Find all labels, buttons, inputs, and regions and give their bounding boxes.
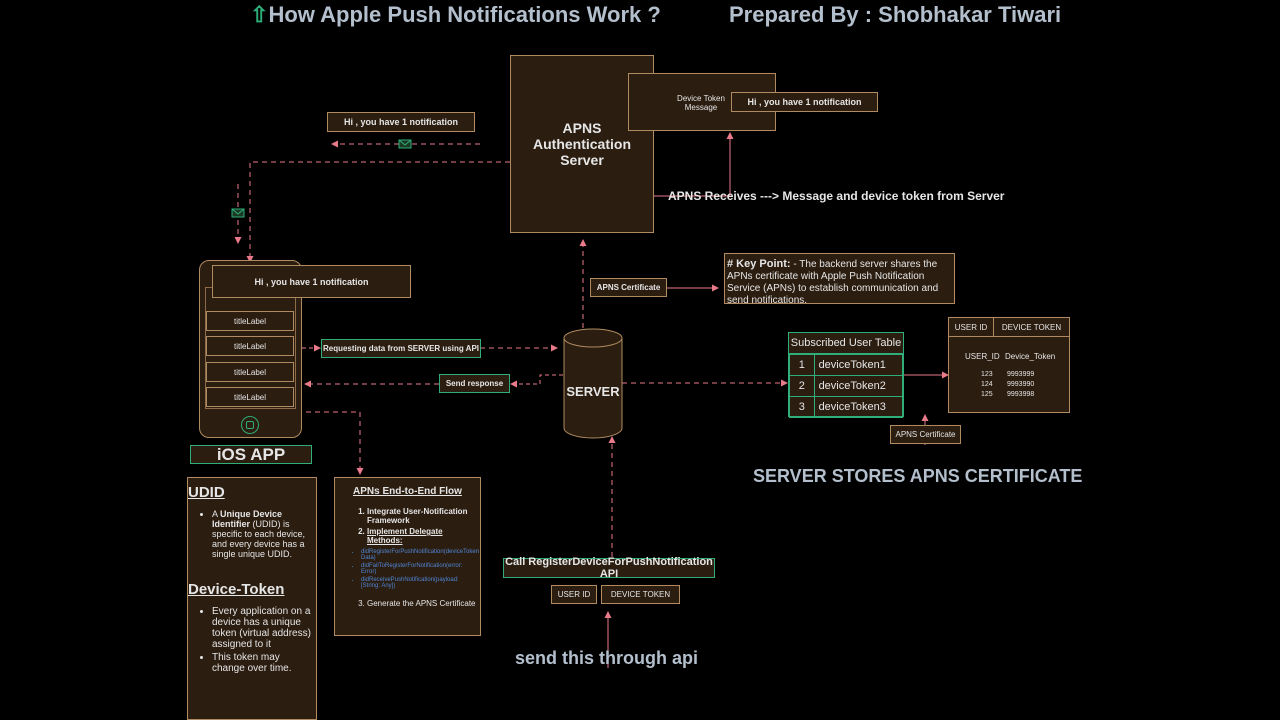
flow-step: Implement Delegate Methods: — [367, 527, 476, 545]
subscribed-row-number: 1 — [789, 354, 815, 376]
author-label: Prepared By : Shobhakar Tiwari — [729, 2, 1062, 27]
col-device-token: DEVICE TOKEN — [994, 318, 1069, 337]
device-token-cell: 9993998 — [1007, 391, 1035, 398]
apns-certificate-label: APNS Certificate — [590, 278, 667, 297]
subscribed-table-title: Subscribed User Table — [789, 333, 903, 354]
apns-server-box: APNS Authentication Server — [510, 55, 654, 233]
udid-item: A Unique Device Identifier (UDID) is spe… — [212, 509, 312, 559]
server-label: SERVER — [566, 384, 620, 399]
subscribed-row-token: deviceToken3 — [813, 396, 904, 418]
phone-row: titleLabel — [206, 336, 294, 356]
envelope-icon — [231, 208, 245, 218]
apns-flow-panel: APNs End-to-End Flow Integrate User-Noti… — [334, 477, 481, 636]
user-table-rows: 123 9993999 124 9993990 125 9993998 — [981, 370, 1034, 400]
device-token-item: This token may change over time. — [212, 652, 312, 674]
server-to-response-arrow — [510, 374, 563, 388]
user-id-cell: 123 — [981, 371, 993, 378]
delegate-methods: didRegisterForPushNotification(deviceTok… — [353, 549, 479, 589]
device-token-cell: 9993990 — [1007, 381, 1035, 388]
device-token-cell: 9993999 — [1007, 371, 1035, 378]
flow-step: Generate the APNS Certificate — [367, 599, 476, 608]
page-title: ⇧How Apple Push Notifications Work ? — [250, 2, 661, 28]
sub-device-token: Device_Token — [1005, 352, 1056, 361]
udid-list: A Unique Device Identifier (UDID) is spe… — [188, 509, 312, 559]
subscribed-row-token: deviceToken2 — [813, 375, 904, 397]
udid-heading: UDID — [188, 484, 225, 501]
phone-row: titleLabel — [206, 311, 294, 331]
phone-row: titleLabel — [206, 387, 294, 407]
home-button-icon — [241, 416, 259, 434]
page-title-text: How Apple Push Notifications Work ? — [268, 2, 661, 27]
subscribed-row-number: 2 — [789, 375, 815, 397]
delegate-method: didFailToRegisterForNotification(error: … — [361, 563, 476, 575]
key-point-text: - The backend server shares the APNs cer… — [727, 259, 939, 304]
user-table-row: 125 9993998 — [981, 390, 1034, 400]
request-data-label: Requesting data from SERVER using API — [321, 339, 481, 358]
envelope-icon — [398, 139, 412, 149]
device-token-list: Every application on a device has a uniq… — [188, 606, 312, 674]
receives-arrow — [652, 132, 734, 197]
user-device-table: USER ID DEVICE TOKEN USER_ID Device_Toke… — [948, 317, 1070, 413]
flow-step: Integrate User-Notification Framework — [367, 507, 476, 525]
top-notification-message: Hi , you have 1 notification — [327, 112, 475, 132]
delegate-method: didRegisterForPushNotification(deviceTok… — [361, 549, 479, 561]
phone-notification-banner: Hi , you have 1 notification — [212, 265, 411, 298]
user-id-cell: 124 — [981, 381, 993, 388]
ios-app-caption: iOS APP — [190, 445, 312, 464]
udid-panel: UDID A Unique Device Identifier (UDID) i… — [187, 477, 317, 720]
key-point-heading: # Key Point: — [727, 258, 791, 270]
register-api-label: Call RegisterDeviceForPushNotification A… — [503, 556, 715, 580]
server-cylinder — [563, 328, 623, 439]
subscribed-row-token: deviceToken1 — [813, 354, 904, 376]
user-id-cell: 125 — [981, 391, 993, 398]
apns-notification-message: Hi , you have 1 notification — [731, 92, 878, 112]
server-stores-caption: SERVER STORES APNS CERTIFICATE — [753, 466, 1083, 486]
sub-user-id: USER_ID — [965, 352, 1000, 361]
device-token-label: Device Token Message — [677, 94, 725, 112]
user-table-row: 123 9993999 — [981, 370, 1034, 380]
apns-to-phone-arrow — [246, 161, 510, 263]
device-token-item: Every application on a device has a uniq… — [212, 606, 312, 650]
send-through-api-text: send this through api — [515, 648, 698, 668]
up-arrow-icon: ⇧ — [250, 2, 269, 27]
apns-flow-heading: APNs End-to-End Flow — [353, 486, 462, 497]
subscribed-row-number: 3 — [789, 396, 815, 418]
send-response-label: Send response — [439, 374, 510, 393]
key-point-box: # Key Point: - The backend server shares… — [724, 253, 955, 304]
apns-receives-text: APNS Receives ---> Message and device to… — [668, 189, 1005, 203]
apns-flow-steps: Integrate User-Notification Framework Im… — [353, 507, 476, 545]
device-token-heading: Device-Token — [188, 581, 285, 598]
certificate-box: APNS Certificate — [890, 425, 961, 444]
apns-flow-steps: Generate the APNS Certificate — [353, 599, 476, 608]
register-user-id: USER ID — [551, 585, 597, 604]
phone-row: titleLabel — [206, 362, 294, 382]
register-device-token: DEVICE TOKEN — [601, 585, 680, 604]
user-table-row: 124 9993990 — [981, 380, 1034, 390]
apns-subtitle: Authentication Server — [533, 136, 631, 168]
delegate-method: didReceivePushNotification(payload: [Str… — [361, 577, 476, 589]
apns-title: APNS — [562, 120, 602, 136]
col-user-id: USER ID — [949, 318, 994, 337]
